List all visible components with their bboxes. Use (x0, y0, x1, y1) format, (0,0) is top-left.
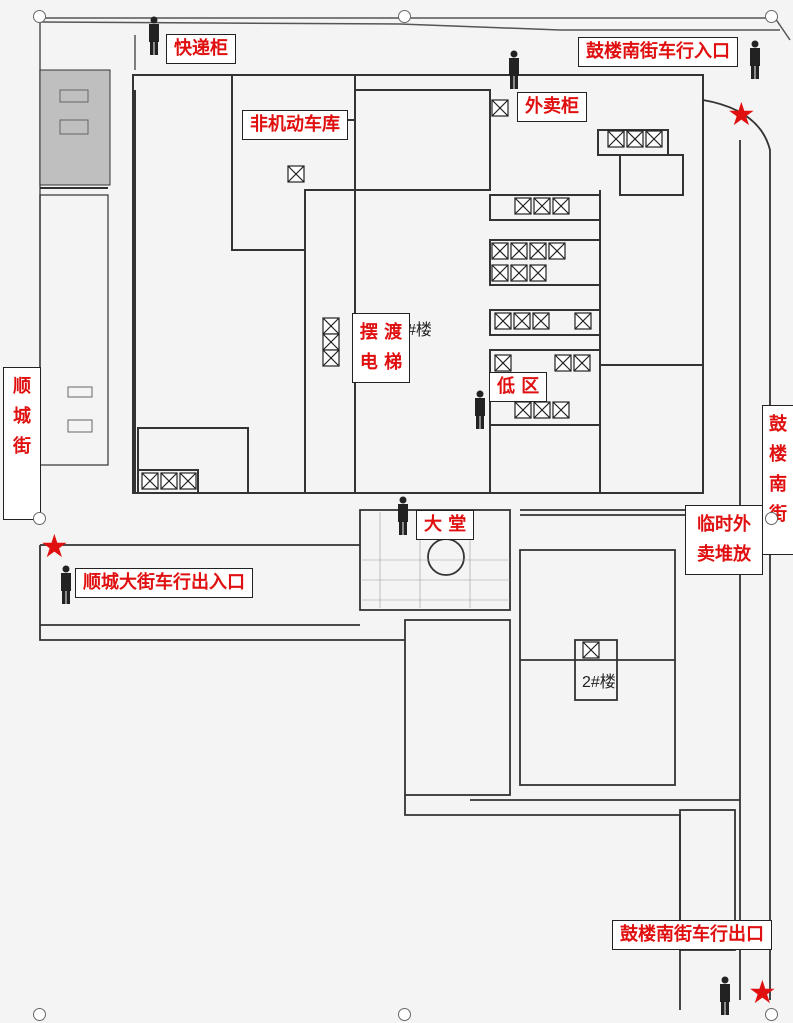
bike-garage-label: 非机动车库 (242, 110, 348, 140)
corner-marker (398, 1008, 411, 1021)
elevator-x-icon (552, 197, 570, 215)
star-marker-icon: ★ (727, 95, 756, 133)
elevator-x-icon (529, 242, 547, 260)
elevator-x-icon (322, 317, 340, 335)
corner-marker (33, 512, 46, 525)
elevator-x-icon (554, 354, 572, 372)
elevator-x-icon (160, 472, 178, 490)
elevator-x-icon (514, 401, 532, 419)
security-guard-icon (720, 976, 730, 1015)
shuncheng-entry-label: 顺城大街车行出入口 (75, 568, 253, 598)
shuttle-elevator-char: 电 (359, 352, 378, 373)
elevator-x-icon (494, 312, 512, 330)
elevator-x-icon (491, 264, 509, 282)
elevator-x-icon (514, 197, 532, 215)
security-guard-icon (750, 40, 760, 79)
elevator-x-icon (529, 264, 547, 282)
elevator-x-icon (533, 401, 551, 419)
corner-marker (33, 10, 46, 23)
elevator-x-icon (607, 130, 625, 148)
elevator-x-icon (552, 401, 570, 419)
elevator-x-icon (532, 312, 550, 330)
elevator-x-icon (573, 354, 591, 372)
shuttle-elevator-char: 渡 (384, 322, 403, 343)
elevator-x-icon (510, 264, 528, 282)
corner-marker (33, 1008, 46, 1021)
elevator-x-icon (179, 472, 197, 490)
temp-takeout-line: 卖堆放 (697, 544, 751, 565)
street-char: 南 (769, 474, 787, 495)
elevator-x-icon (141, 472, 159, 490)
street-char: 街 (13, 436, 31, 457)
building-number-main: #楼 (407, 322, 432, 339)
elevator-x-icon (494, 354, 512, 372)
shuncheng-street-label: 顺 城 街 (3, 367, 41, 520)
street-char: 楼 (769, 444, 787, 465)
elevator-x-icon (574, 312, 592, 330)
corner-marker (765, 1008, 778, 1021)
elevator-x-icon (491, 99, 509, 117)
elevator-x-icon (491, 242, 509, 260)
street-char: 鼓 (769, 414, 787, 435)
corner-marker (765, 512, 778, 525)
elevator-x-icon (645, 130, 663, 148)
shuttle-elevator-char: 梯 (384, 352, 403, 373)
security-guard-icon (398, 496, 408, 535)
star-marker-icon: ★ (748, 973, 777, 1011)
takeout-locker-label: 外卖柜 (517, 92, 587, 122)
elevator-x-icon (510, 242, 528, 260)
shuttle-elevator-label: 摆 渡 电 梯 (352, 313, 410, 383)
low-zone-label: 低 区 (489, 372, 548, 402)
elevator-x-icon (548, 242, 566, 260)
elevator-x-icon (322, 349, 340, 367)
security-guard-icon (475, 390, 485, 429)
elevator-x-icon (626, 130, 644, 148)
lobby-label: 大 堂 (416, 510, 475, 540)
star-marker-icon: ★ (40, 527, 69, 565)
temp-takeout-line: 临时外 (697, 514, 751, 535)
security-guard-icon (149, 16, 159, 55)
express-locker-label: 快递柜 (166, 34, 236, 64)
elevator-x-icon (533, 197, 551, 215)
gulou-entry-label: 鼓楼南街车行入口 (578, 37, 738, 67)
corner-marker (765, 10, 778, 23)
security-guard-icon (61, 565, 71, 604)
security-guard-icon (509, 50, 519, 89)
street-char: 城 (13, 406, 31, 427)
elevator-x-icon (322, 333, 340, 351)
building-number-second: 2#楼 (582, 674, 616, 691)
elevator-x-icon (582, 641, 600, 659)
gulou-exit-label: 鼓楼南街车行出口 (612, 920, 772, 950)
shuttle-elevator-char: 摆 (359, 322, 378, 343)
temp-takeout-label: 临时外 卖堆放 (685, 505, 763, 575)
elevator-x-icon (287, 165, 305, 183)
street-char: 顺 (13, 376, 31, 397)
corner-marker (398, 10, 411, 23)
elevator-x-icon (513, 312, 531, 330)
gulou-street-label: 鼓 楼 南 街 (762, 405, 793, 555)
